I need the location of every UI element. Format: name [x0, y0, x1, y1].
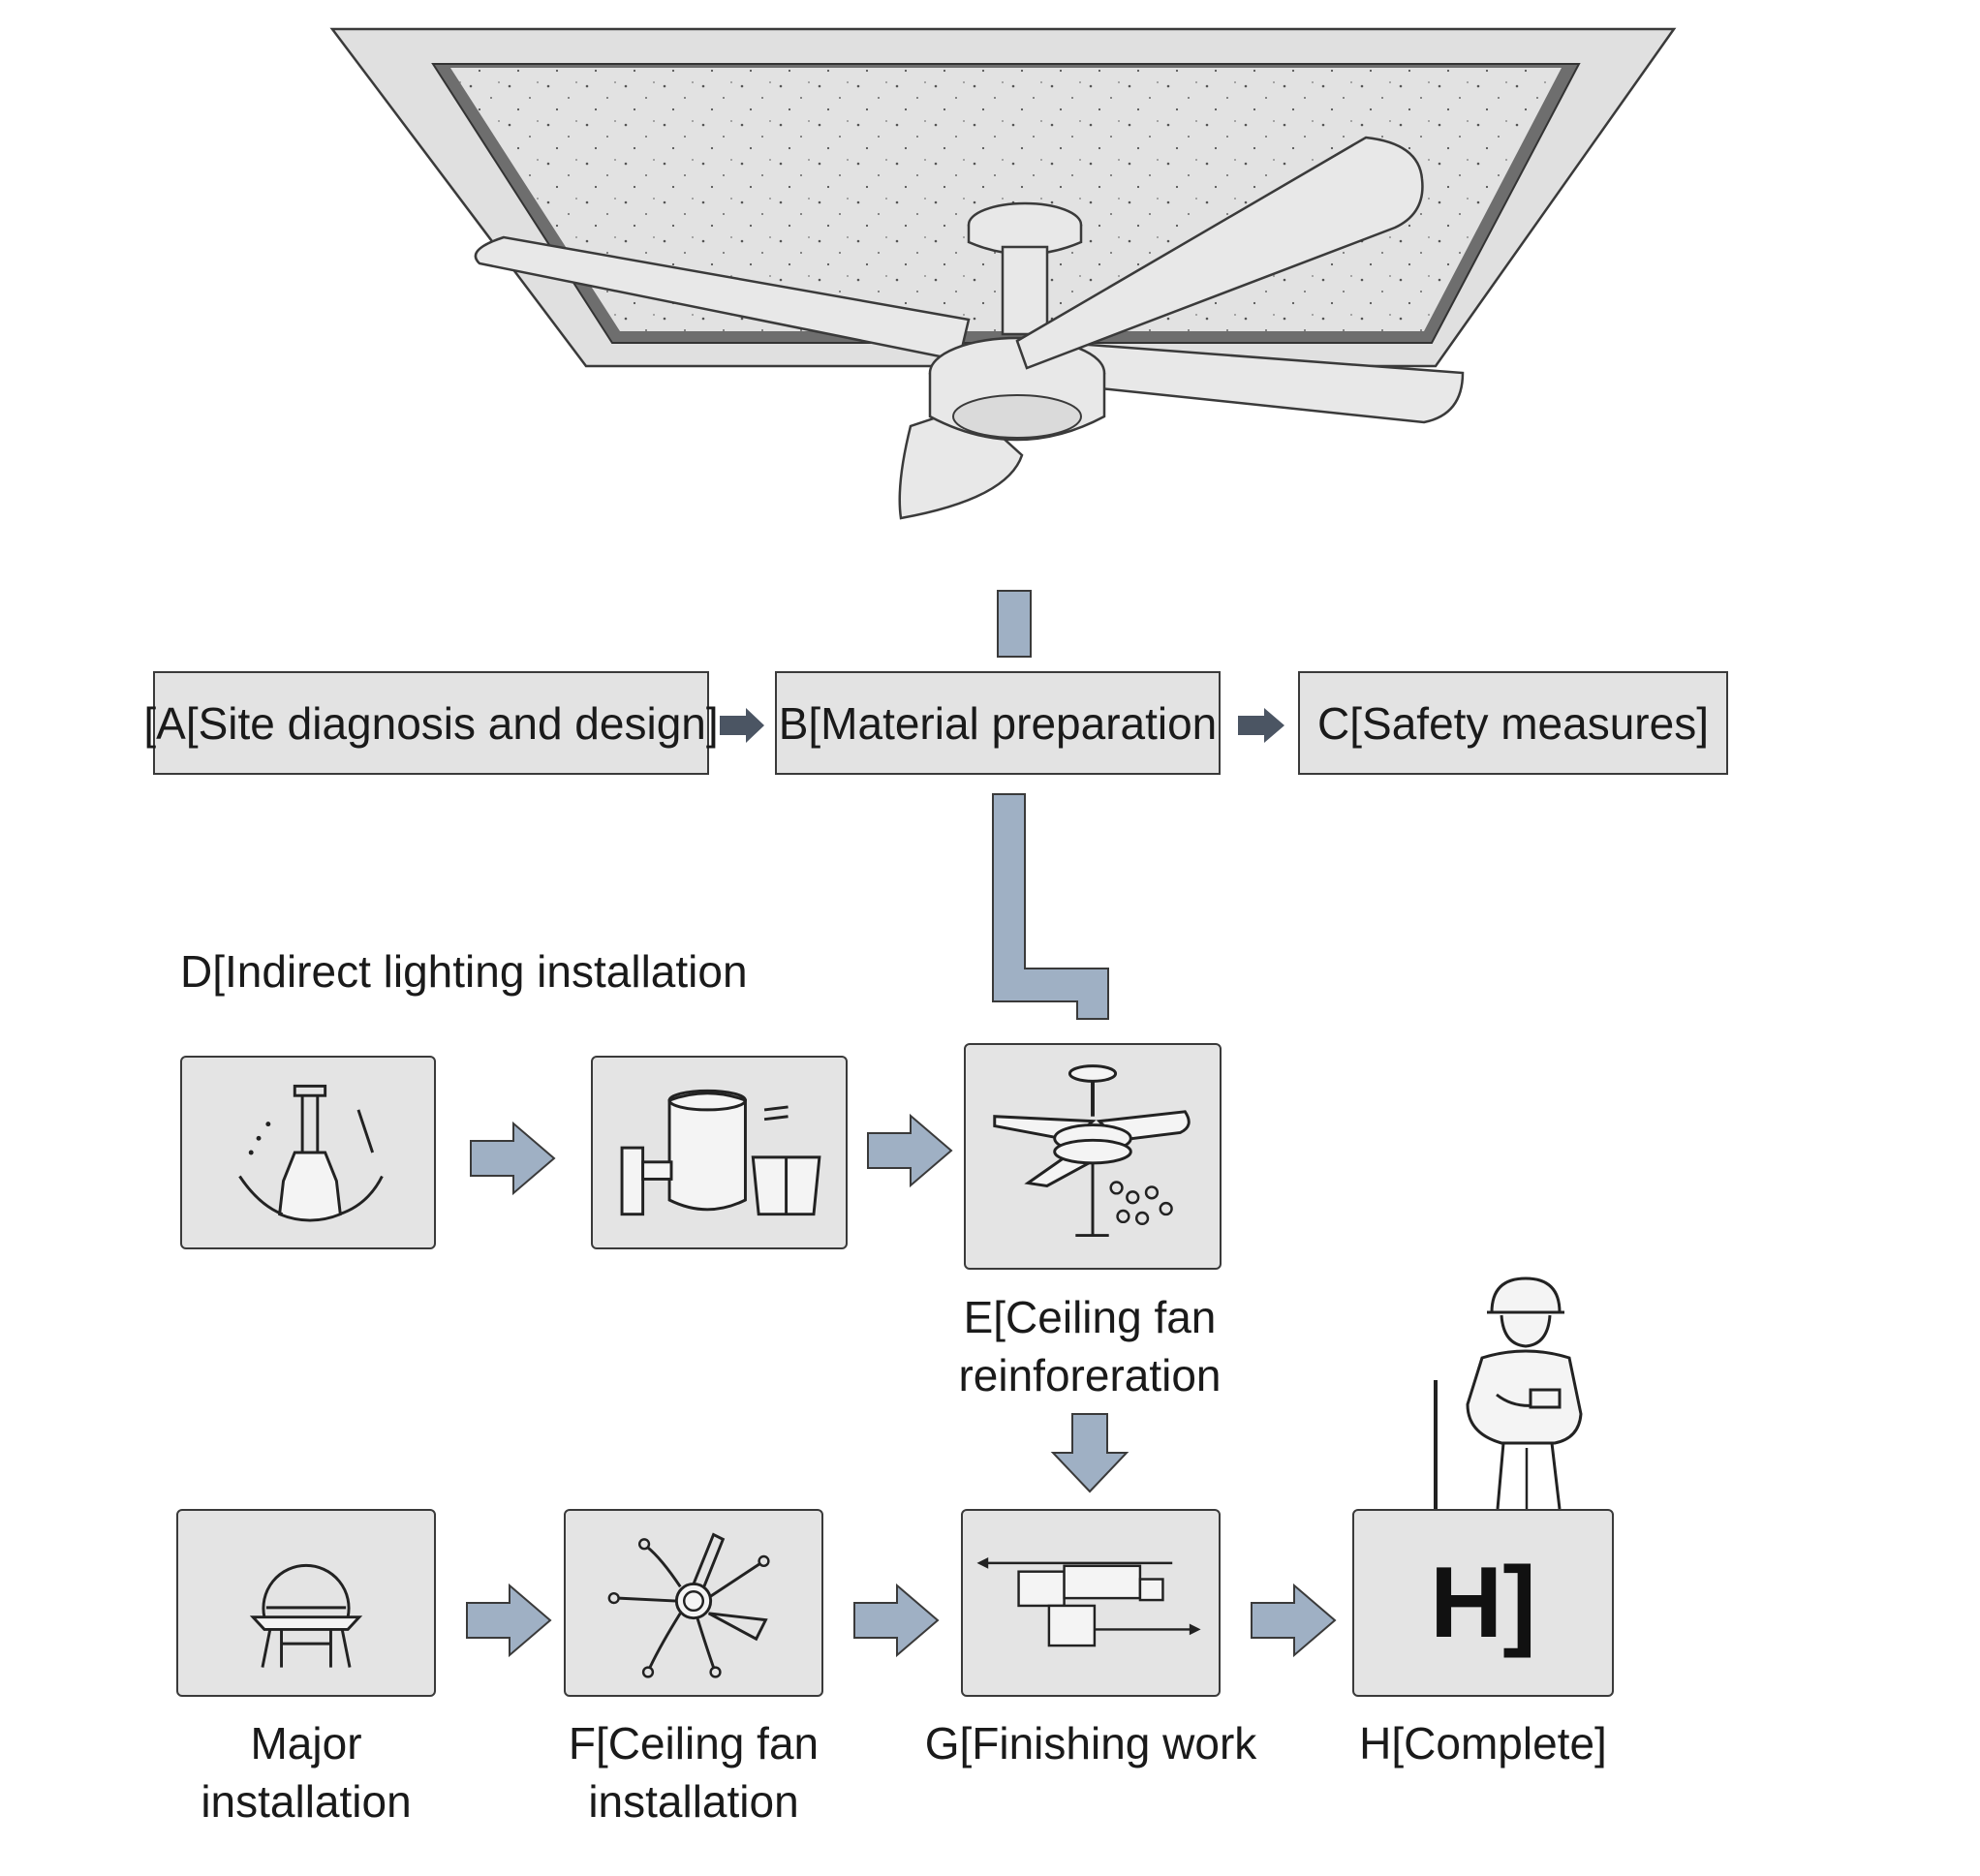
- label-complete: H[Complete]: [1359, 1718, 1607, 1768]
- box-site-diagnosis-label: [A[Site diagnosis and design]: [143, 697, 719, 749]
- box-site-diagnosis: [A[Site diagnosis and design]: [143, 671, 719, 775]
- tile-complete-letter: H]: [1430, 1546, 1536, 1659]
- box-material-preparation-label: B[Material preparation: [778, 697, 1218, 749]
- connector-top: [997, 590, 1032, 658]
- ceiling-fan-icon: [993, 1064, 1191, 1238]
- arrow-major-to-f: [466, 1583, 552, 1658]
- tile-major-installation: [176, 1509, 436, 1697]
- connector-elbow: [992, 793, 1109, 1020]
- box-safety-measures-label: C[Safety measures]: [1317, 697, 1709, 749]
- tile-ceiling-fan: [964, 1043, 1222, 1270]
- fan-blades-icon: [607, 1532, 770, 1678]
- label-major-installation: Major installation: [201, 1718, 412, 1827]
- label-indirect-lighting: D[Indirect lighting installation: [180, 946, 748, 997]
- arrow-d2-to-e: [867, 1113, 953, 1188]
- arrow-f-to-g: [853, 1583, 940, 1658]
- arrow-a-to-b: [720, 708, 764, 743]
- pendant-light-icon: [238, 1084, 384, 1222]
- arrow-g-to-h: [1251, 1583, 1337, 1658]
- label-ceiling-fan-reinforcement: E[Ceiling fan reinforeration: [958, 1292, 1222, 1400]
- tile-fan-installation: [564, 1509, 823, 1697]
- arrow-b-to-c: [1238, 708, 1284, 743]
- arrow-e-down: [1050, 1413, 1129, 1493]
- worker-figure: [1434, 1276, 1583, 1510]
- ceiling-fan-illustration: [329, 27, 1677, 520]
- label-finishing-work: G[Finishing work: [924, 1718, 1257, 1768]
- tile-finishing-work: [961, 1509, 1221, 1697]
- box-safety-measures: C[Safety measures]: [1298, 671, 1728, 775]
- globe-lamp-icon: [249, 1563, 363, 1668]
- fixtures-icon: [620, 1089, 821, 1216]
- tile-fixtures: [591, 1056, 848, 1249]
- box-material-preparation: B[Material preparation: [775, 671, 1221, 775]
- arrow-d1-to-d2: [470, 1121, 556, 1196]
- finishing-diagram-icon: [976, 1556, 1201, 1647]
- tile-complete: H]: [1352, 1509, 1614, 1697]
- label-fan-installation: F[Ceiling fan installation: [568, 1718, 820, 1827]
- tile-pendant-light: [180, 1056, 436, 1249]
